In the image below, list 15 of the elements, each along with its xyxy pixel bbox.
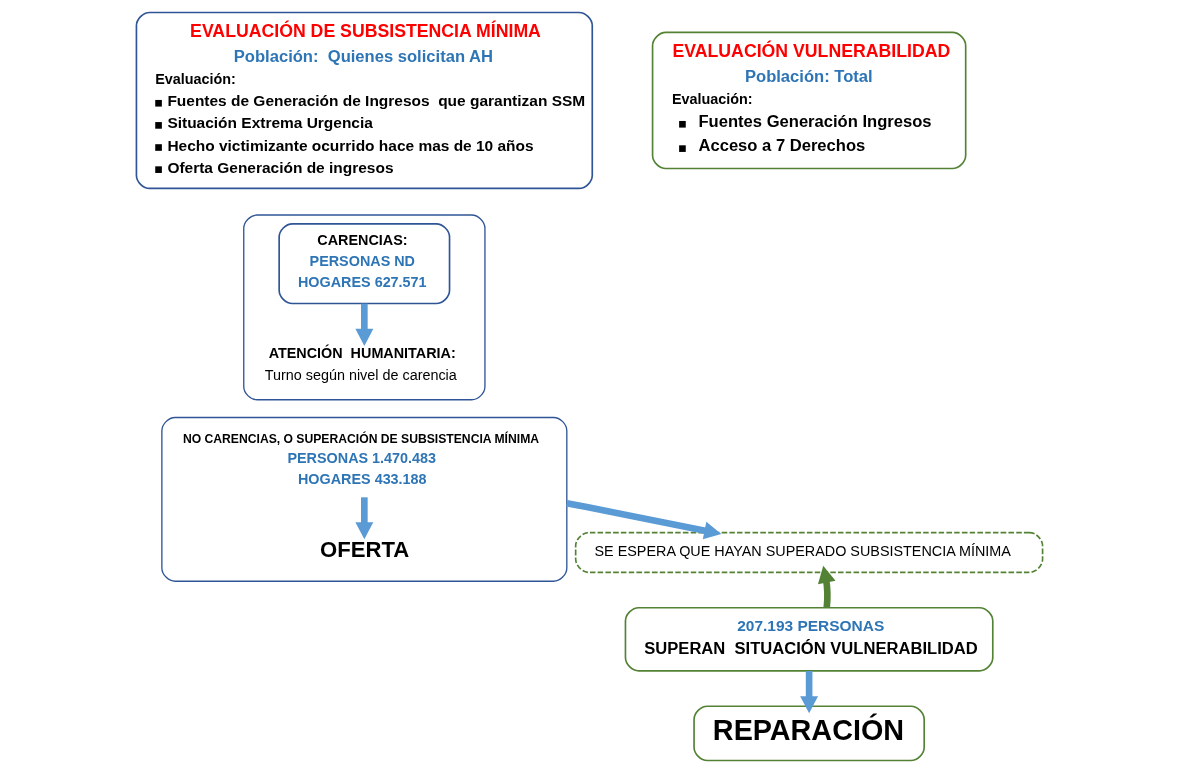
node-box: EVALUACIÓN VULNERABILIDAD Población: Total Evaluación: Fuentes Generación Ingresos Acceso a 7 Derechos (651, 31, 966, 170)
arrow (354, 303, 373, 346)
node-text: ATENCIÓN HUMANITARIA: Turno según nivel de carencia (264, 344, 457, 383)
cluster (160, 416, 567, 582)
node-text: OFERTA (319, 536, 409, 562)
arrow (354, 497, 373, 540)
arrow (817, 565, 836, 608)
cluster (242, 214, 486, 401)
node-box: CARENCIAS: PERSONAS ND HOGARES 627.571 (277, 223, 450, 305)
node-box: SE ESPERA QUE HAYAN SUPERADO SUBSISTENCIA MÍNIMA (574, 531, 1043, 574)
node-box: REPARACIÓN (692, 705, 925, 762)
node-text: NO CARENCIAS, O SUPERACIÓN DE SUBSISTENCIA MÍNIMA PERSONAS 1.470.483 HOGARES 433.188 (182, 431, 539, 488)
node-box: 207.193 PERSONAS SUPERAN SITUACIÓN VULNERABILIDAD (624, 606, 994, 672)
node-box: EVALUACIÓN DE SUBSISTENCIA MÍNIMA Población: Quienes solicitan AH Evaluación: Fuentes de Generación de Ingresos que garantizan SSM Situación Extrema Urgencia Hecho victimizante ocurrido hace mas de 10 años Oferta Generación de ingresos (135, 11, 593, 190)
arrow (565, 499, 721, 540)
